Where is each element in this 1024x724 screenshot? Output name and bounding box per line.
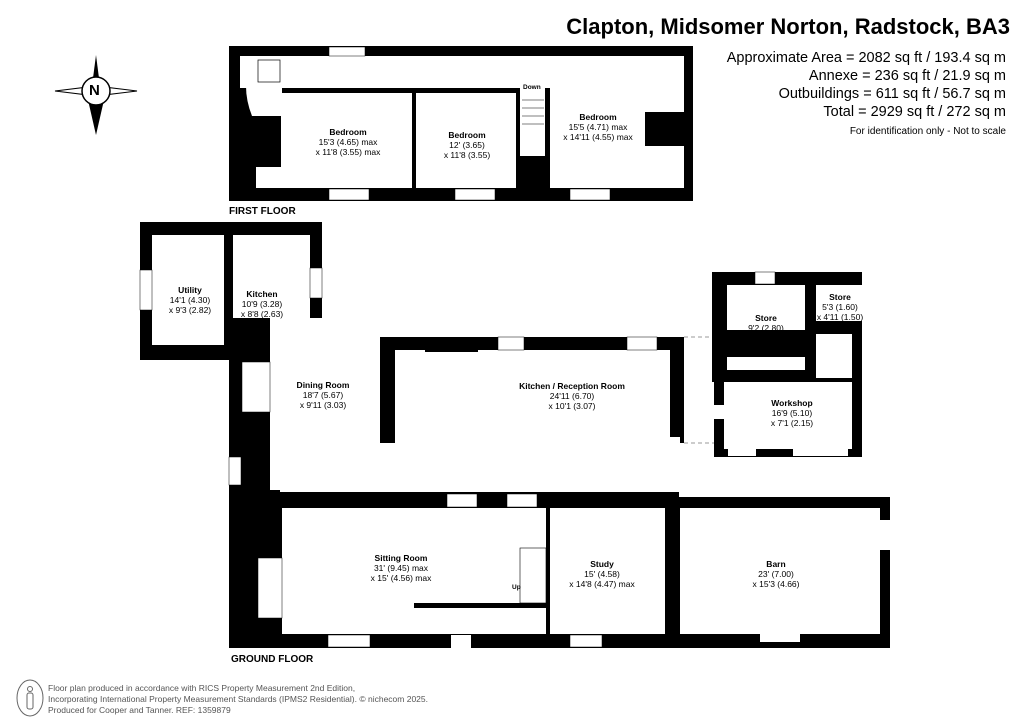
annexe-area: Annexe = 236 sq ft / 21.9 sq m [808,68,1006,84]
stairs-up-label: Up [512,584,521,591]
page-title: Clapton, Midsomer Norton, Radstock, BA3 [566,14,1010,39]
compass-icon [54,55,138,135]
approximate-area: Approximate Area = 2082 sq ft / 193.4 sq… [726,50,1006,66]
first-floor-label: FIRST FLOOR [229,206,296,217]
first-floor-plan [229,46,693,201]
scale-note: For identification only - Not to scale [849,126,1006,137]
total-area: Total = 2929 sq ft / 272 sq m [823,104,1006,120]
footer-text: Floor plan produced in accordance with R… [48,683,428,715]
stairs-down-label: Down [523,84,541,91]
outbuildings-area: Outbuildings = 611 sq ft / 56.7 sq m [778,86,1006,102]
ground-floor-plan [139,222,890,648]
compass-north-label: N [89,82,100,99]
ground-floor-label: GROUND FLOOR [231,654,314,665]
person-icon [16,679,44,717]
